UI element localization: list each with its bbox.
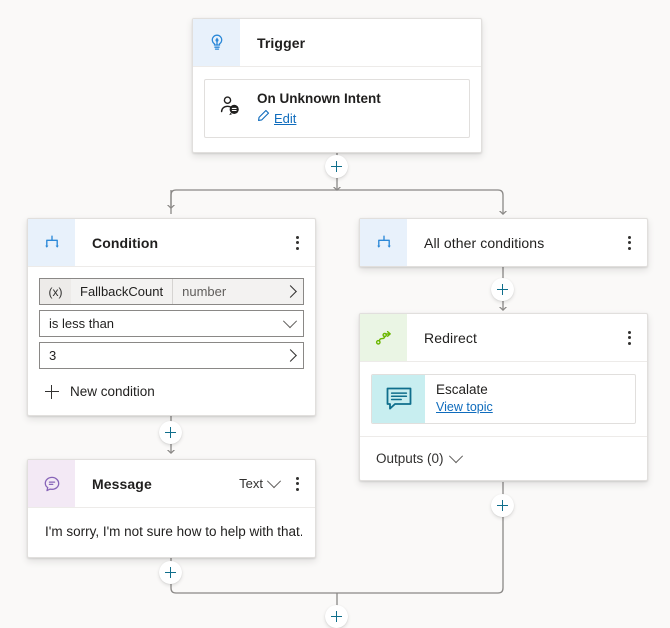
redirect-topic-name: Escalate xyxy=(436,382,488,397)
add-node-after-redirect[interactable] xyxy=(491,494,514,517)
add-node-after-all-other-conditions[interactable] xyxy=(491,278,514,301)
all-other-conditions-header: All other conditions xyxy=(360,219,647,266)
redirect-outputs-row[interactable]: Outputs (0) xyxy=(360,436,647,480)
redirect-outputs-label: Outputs (0) xyxy=(376,451,444,466)
message-node[interactable]: Message Text I'm sorry, I'm not sure how… xyxy=(27,459,316,558)
pencil-icon xyxy=(257,109,270,127)
trigger-lightbulb-icon xyxy=(193,19,240,66)
kebab-menu-icon[interactable] xyxy=(622,234,636,252)
chevron-down-icon[interactable] xyxy=(266,473,282,488)
trigger-header: Trigger xyxy=(193,19,481,66)
condition-body: (x) FallbackCount number is less than 3 … xyxy=(28,266,315,415)
message-bubble-icon xyxy=(28,460,75,507)
condition-operator-field[interactable]: is less than xyxy=(39,310,304,337)
chevron-down-icon[interactable] xyxy=(277,311,303,336)
condition-header: Condition xyxy=(28,219,315,266)
condition-value: 3 xyxy=(49,348,57,363)
redirect-topic-card[interactable]: Escalate View topic xyxy=(371,374,636,424)
add-node-after-trigger[interactable] xyxy=(325,155,348,178)
new-condition-button[interactable]: New condition xyxy=(39,374,304,407)
all-other-conditions-node[interactable]: All other conditions xyxy=(359,218,648,267)
message-header: Message Text xyxy=(28,460,315,507)
trigger-edit-row[interactable]: Edit xyxy=(257,109,381,127)
plus-icon xyxy=(45,384,59,399)
kebab-menu-icon[interactable] xyxy=(290,475,304,493)
trigger-intent-text: On Unknown Intent Edit xyxy=(257,90,381,127)
redirect-header-actions xyxy=(622,329,647,347)
chevron-down-icon xyxy=(448,448,463,463)
variable-badge: (x) xyxy=(40,279,71,304)
redirect-topic-text: Escalate View topic xyxy=(425,375,493,423)
message-type-label[interactable]: Text xyxy=(239,476,263,491)
message-title: Message xyxy=(92,475,152,492)
branch-condition-icon xyxy=(28,219,75,266)
trigger-edit-link[interactable]: Edit xyxy=(274,110,297,126)
message-text[interactable]: I'm sorry, I'm not sure how to help with… xyxy=(45,524,302,539)
trigger-intent-name: On Unknown Intent xyxy=(257,91,381,106)
condition-title: Condition xyxy=(92,234,159,251)
chevron-right-icon[interactable] xyxy=(277,279,303,304)
trigger-body: On Unknown Intent Edit xyxy=(193,66,481,152)
kebab-menu-icon[interactable] xyxy=(622,329,636,347)
redirect-title: Redirect xyxy=(424,329,477,346)
add-node-after-message[interactable] xyxy=(159,561,182,584)
condition-variable-name: FallbackCount xyxy=(80,284,164,299)
trigger-node[interactable]: Trigger On Unknown Intent xyxy=(192,18,482,153)
topic-chat-icon xyxy=(372,375,425,423)
condition-operator-value: is less than xyxy=(49,316,115,331)
person-chat-icon xyxy=(217,93,243,124)
redirect-body: Escalate View topic xyxy=(360,361,647,436)
branch-condition-icon xyxy=(360,219,407,266)
trigger-intent-card[interactable]: On Unknown Intent Edit xyxy=(204,79,470,138)
condition-header-actions xyxy=(290,234,315,252)
view-topic-link[interactable]: View topic xyxy=(436,400,493,414)
condition-value-field[interactable]: 3 xyxy=(39,342,304,369)
all-other-conditions-header-actions xyxy=(622,234,647,252)
add-node-after-merge[interactable] xyxy=(325,605,348,628)
all-other-conditions-title: All other conditions xyxy=(424,234,545,251)
message-body: I'm sorry, I'm not sure how to help with… xyxy=(28,507,315,557)
message-header-actions: Text xyxy=(239,473,315,493)
chevron-right-icon[interactable] xyxy=(277,343,303,368)
redirect-header: Redirect xyxy=(360,314,647,361)
condition-variable-type: number xyxy=(172,279,235,304)
redirect-arrow-icon xyxy=(360,314,407,361)
condition-variable-field[interactable]: (x) FallbackCount number xyxy=(39,278,304,305)
redirect-node[interactable]: Redirect Escalate View topic Outp xyxy=(359,313,648,481)
add-node-after-condition[interactable] xyxy=(159,421,182,444)
trigger-title: Trigger xyxy=(257,34,306,51)
kebab-menu-icon[interactable] xyxy=(290,234,304,252)
new-condition-label: New condition xyxy=(70,384,155,399)
condition-node[interactable]: Condition (x) FallbackCount number is le… xyxy=(27,218,316,416)
